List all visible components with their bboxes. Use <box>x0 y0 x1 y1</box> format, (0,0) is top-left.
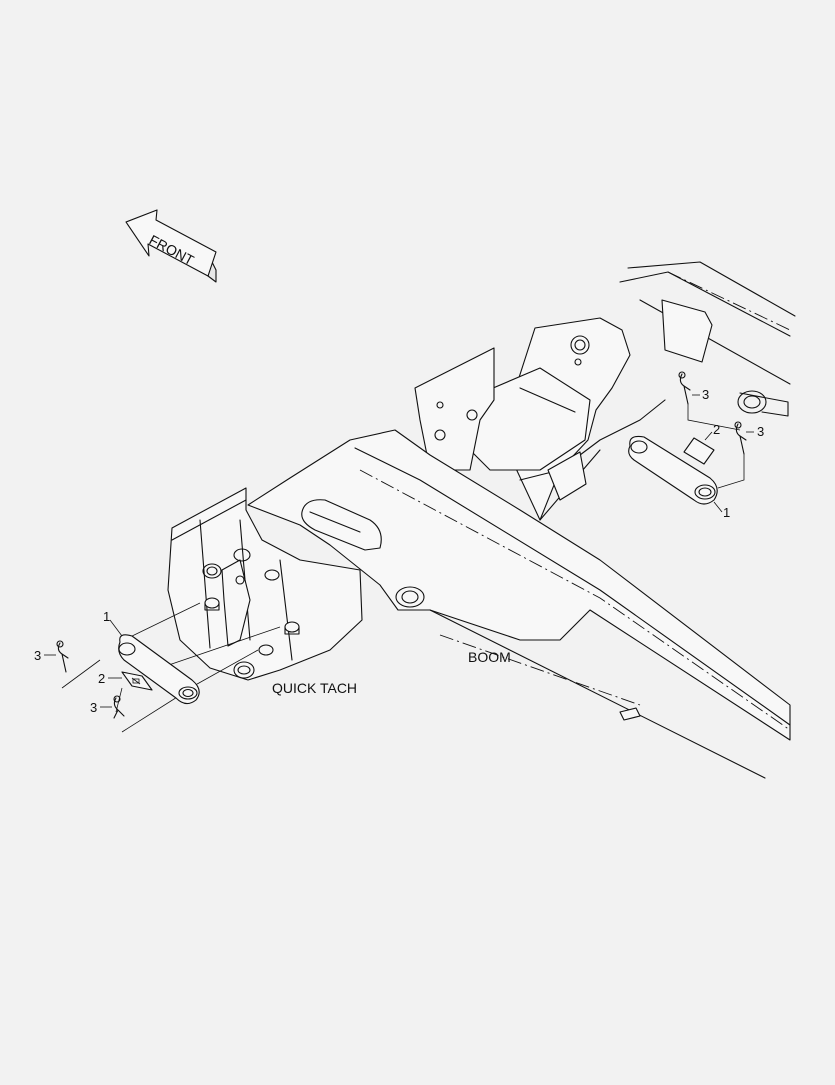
callout-link-right: 1 <box>723 505 730 520</box>
left-link-parts: 1 2 3 3 <box>34 602 281 733</box>
link-plate-right <box>628 435 718 505</box>
right-link-parts: 3 2 3 1 <box>628 371 764 520</box>
quick-tach-assembly <box>167 487 363 681</box>
decal-left <box>121 671 153 691</box>
decal-right <box>683 437 715 465</box>
callout-decal-left: 2 <box>98 671 105 686</box>
front-direction-arrow: FRONT <box>125 209 217 283</box>
hairpin-left-top <box>56 640 69 673</box>
boom-structure <box>247 261 796 779</box>
callout-decal-right: 2 <box>713 422 720 437</box>
callout-hairpin-right-top: 3 <box>702 387 709 402</box>
callout-hairpin-left-bottom: 3 <box>90 700 97 715</box>
hairpin-right-side <box>734 421 747 455</box>
label-quick-tach: QUICK TACH <box>272 680 357 696</box>
link-plate-left <box>118 634 200 705</box>
label-boom: BOOM <box>468 649 511 665</box>
callout-link-left: 1 <box>103 609 110 624</box>
callout-hairpin-right-side: 3 <box>757 424 764 439</box>
hairpin-left-bottom <box>113 695 125 719</box>
callout-hairpin-left-top: 3 <box>34 648 41 663</box>
hairpin-right-top <box>678 371 691 405</box>
